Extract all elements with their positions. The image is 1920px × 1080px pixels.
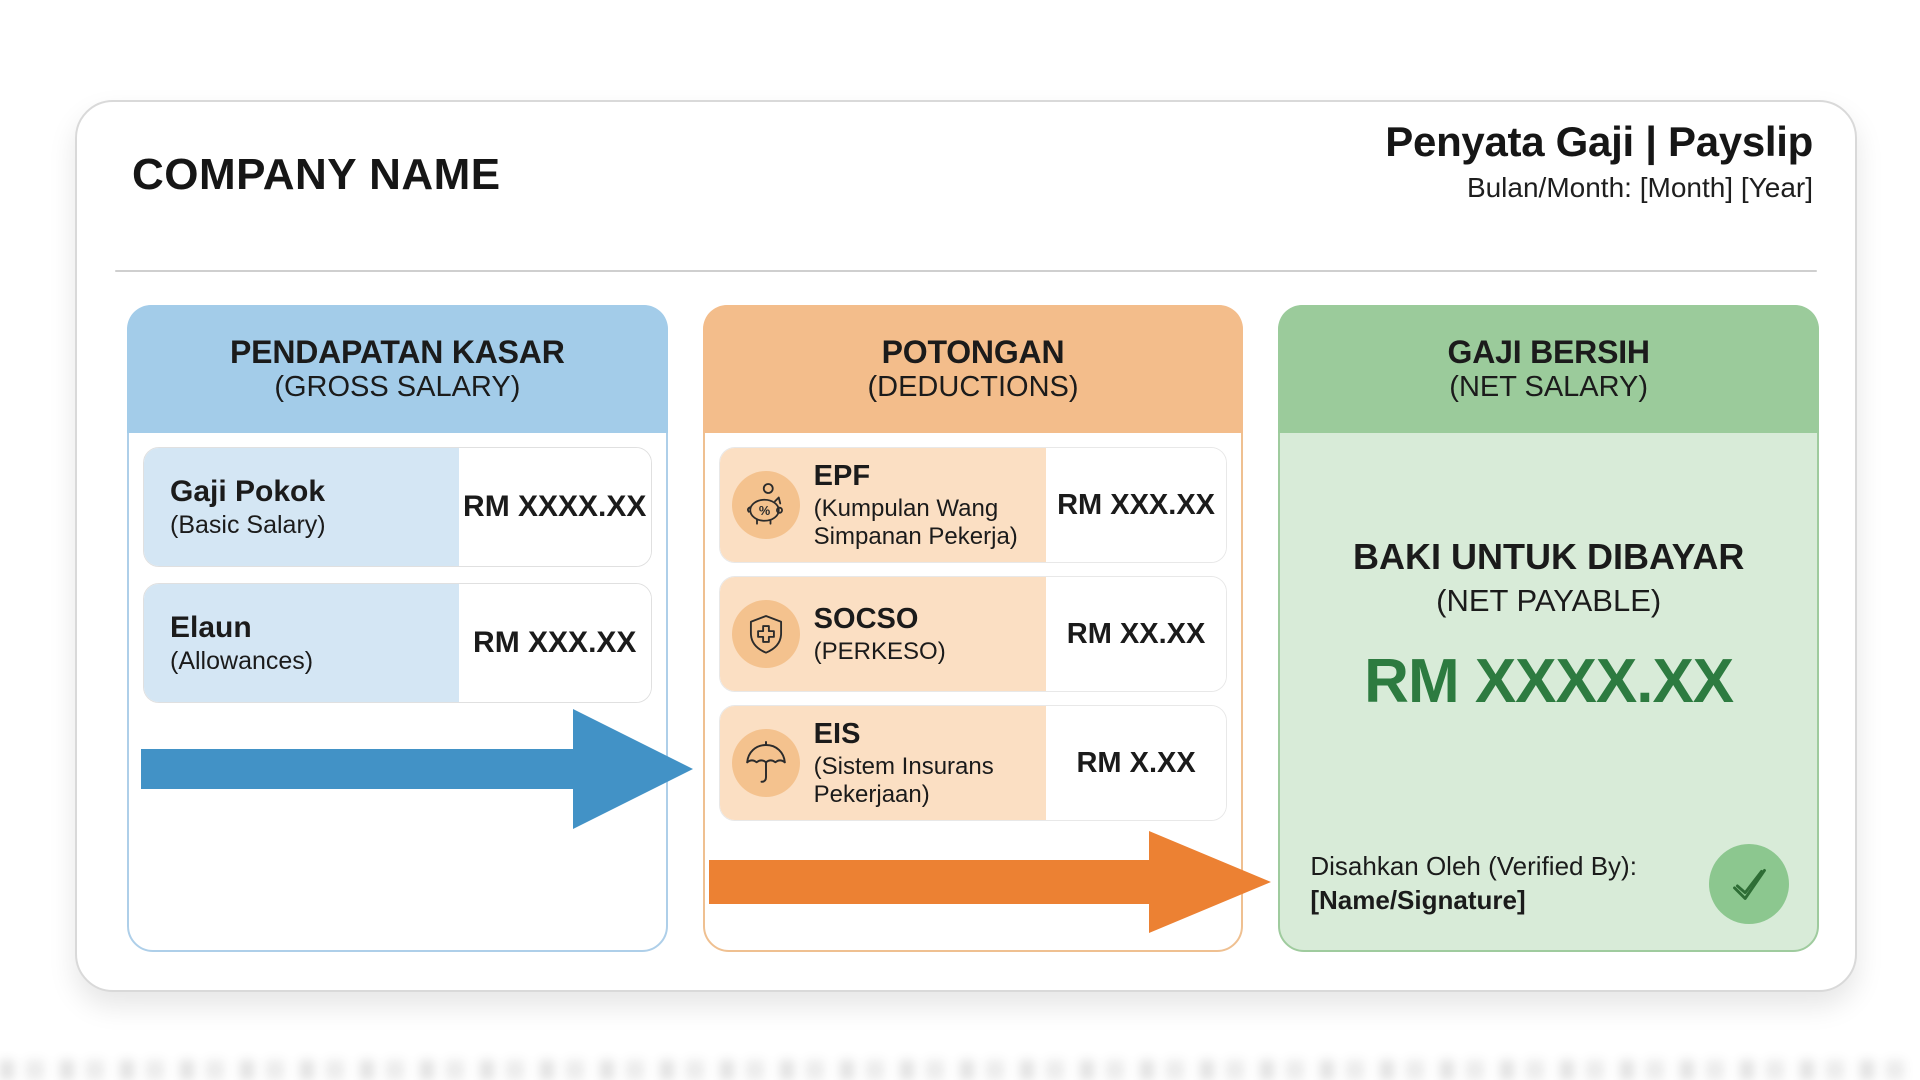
socso-text: SOCSO (PERKESO) [814, 603, 952, 666]
deductions-header: POTONGAN (DEDUCTIONS) [702, 305, 1244, 433]
allowances-sublabel: (Allowances) [170, 646, 314, 675]
epf-sublabel: (Kumpulan Wang Simpanan Pekerja) [813, 494, 1018, 550]
net-salary-panel: GAJI BERSIH (NET SALARY) BAKI UNTUK DIBA… [1278, 305, 1820, 952]
epf-label-cell: % EPF (Kumpulan Wang Simpanan Pekerja) [719, 448, 1046, 562]
socso-label-cell: SOCSO (PERKESO) [719, 577, 1046, 691]
socso-row: SOCSO (PERKESO) RM XX.XX [718, 576, 1228, 692]
epf-icon-circle: % [731, 471, 800, 539]
verified-by-block: Disahkan Oleh (Verified By): [Name/Signa… [1310, 844, 1790, 924]
cropped-text-artifact [0, 1060, 1920, 1080]
socso-value: RM XX.XX [1045, 577, 1227, 691]
payslip-title-block: Penyata Gaji | Payslip Bulan/Month: [Mon… [1385, 118, 1813, 204]
eis-sublabel: (Sistem Insurans Pekerjaan) [813, 752, 994, 808]
net-payable-amount: RM XXXX.XX [1364, 647, 1734, 717]
epf-value: RM XXX.XX [1045, 448, 1227, 562]
gross-salary-body: Gaji Pokok (Basic Salary) RM XXXX.XX Ela… [129, 433, 666, 703]
net-payable-label: BAKI UNTUK DIBAYAR [1352, 536, 1745, 577]
epf-label: EPF [813, 459, 871, 492]
shield-plus-icon [749, 615, 782, 654]
allowances-label: Elaun [170, 610, 252, 644]
allowances-row: Elaun (Allowances) RM XXX.XX [143, 583, 652, 703]
allowances-value: RM XXX.XX [458, 584, 651, 702]
basic-salary-row: Gaji Pokok (Basic Salary) RM XXXX.XX [143, 447, 652, 567]
eis-label: EIS [813, 717, 861, 750]
umbrella-icon [745, 741, 786, 783]
eis-label-cell: EIS (Sistem Insurans Pekerjaan) [719, 706, 1046, 820]
eis-icon-circle [731, 729, 800, 797]
socso-icon-circle [731, 600, 800, 668]
gross-salary-subtitle: (GROSS SALARY) [274, 370, 521, 403]
payslip-title: Penyata Gaji | Payslip [1385, 118, 1813, 165]
verified-by-label: Disahkan Oleh (Verified By): [1310, 851, 1637, 882]
deductions-subtitle: (DEDUCTIONS) [867, 370, 1079, 403]
gross-salary-header: PENDAPATAN KASAR (GROSS SALARY) [127, 305, 668, 433]
payslip-month: Bulan/Month: [Month] [Year] [1466, 172, 1813, 203]
socso-label: SOCSO [813, 602, 919, 635]
company-name: COMPANY NAME [132, 150, 501, 199]
basic-salary-label: Gaji Pokok [170, 474, 326, 508]
net-salary-header: GAJI BERSIH (NET SALARY) [1278, 305, 1820, 433]
allowances-label-cell: Elaun (Allowances) [144, 584, 459, 702]
verified-by-text: Disahkan Oleh (Verified By): [Name/Signa… [1310, 850, 1637, 918]
header-divider [115, 270, 1817, 272]
gross-salary-panel: PENDAPATAN KASAR (GROSS SALARY) Gaji Pok… [127, 305, 693, 952]
basic-salary-label-cell: Gaji Pokok (Basic Salary) [144, 448, 459, 566]
basic-salary-sublabel: (Basic Salary) [170, 510, 326, 539]
piggy-bank-percent-icon: % [746, 483, 783, 525]
right-arrow-icon [141, 709, 693, 829]
net-salary-title: GAJI BERSIH [1447, 333, 1650, 370]
epf-row: % EPF (Kumpulan Wang Simpanan Pekerja) R… [718, 447, 1228, 563]
deductions-body: % EPF (Kumpulan Wang Simpanan Pekerja) R… [705, 433, 1242, 821]
check-circle-icon [1709, 844, 1790, 924]
eis-text: EIS (Sistem Insurans Pekerjaan) [814, 718, 1046, 808]
svg-text:%: % [759, 503, 770, 518]
net-payable-sublabel: (NET PAYABLE) [1436, 583, 1662, 619]
deductions-title: POTONGAN [881, 333, 1065, 370]
eis-value: RM X.XX [1045, 706, 1227, 820]
deductions-panel: POTONGAN (DEDUCTIONS) [702, 305, 1271, 952]
payslip-card: COMPANY NAME Penyata Gaji | Payslip Bula… [75, 100, 1857, 992]
basic-salary-value: RM XXXX.XX [458, 448, 651, 566]
socso-sublabel: (PERKESO) [813, 637, 946, 665]
epf-text: EPF (Kumpulan Wang Simpanan Pekerja) [814, 460, 1046, 550]
right-arrow-icon [708, 831, 1271, 933]
verified-by-value: [Name/Signature] [1310, 885, 1526, 915]
gross-salary-title: PENDAPATAN KASAR [230, 333, 565, 370]
net-payable-block: BAKI UNTUK DIBAYAR (NET PAYABLE) RM XXXX… [1280, 535, 1817, 720]
payslip-columns: PENDAPATAN KASAR (GROSS SALARY) Gaji Pok… [127, 305, 1820, 952]
eis-row: EIS (Sistem Insurans Pekerjaan) RM X.XX [718, 705, 1228, 821]
net-salary-subtitle: (NET SALARY) [1449, 370, 1649, 403]
